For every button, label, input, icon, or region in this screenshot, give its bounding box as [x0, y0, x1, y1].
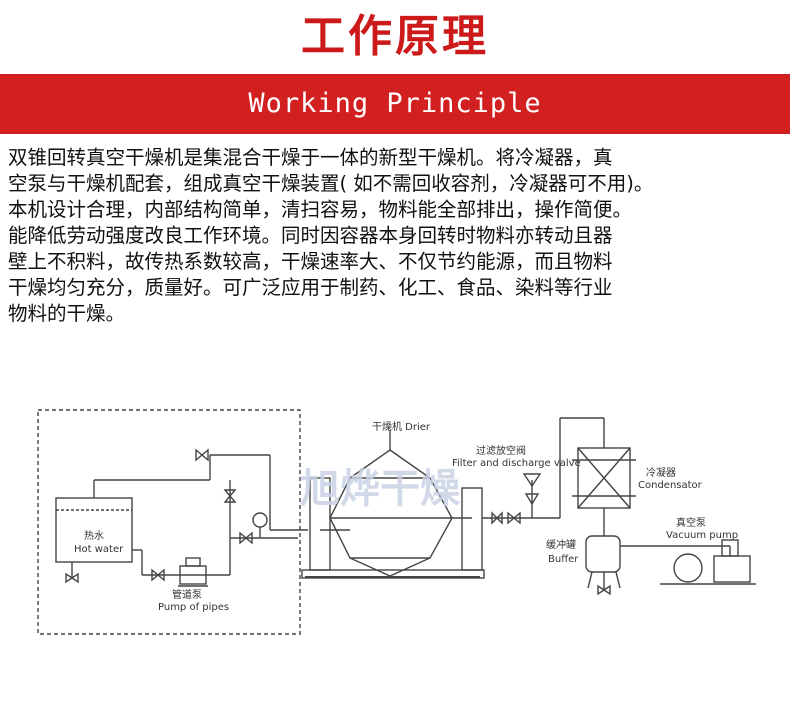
label-buffer-en: Buffer	[548, 554, 579, 565]
process-diagram: 旭烨干燥 热水 Hot water 管道泵 Pump of pipes 干燥机 …	[37, 409, 756, 635]
vacuum-pump-icon	[673, 553, 703, 583]
label-condenser-en: Condensator	[638, 480, 703, 491]
page-title: 工作原理	[301, 11, 489, 62]
filter-valve-icon	[522, 473, 542, 488]
label-pump-en: Pump of pipes	[158, 602, 229, 613]
description-line: 能降低劳动强度改良工作环境。同时因容器本身回转时物料亦转动且器	[8, 224, 613, 247]
label-hot-water-en: Hot water	[74, 544, 124, 555]
description-text: 双锥回转真空干燥机是集混合干燥于一体的新型干燥机。将冷凝器，真 空泵与干燥机配套…	[8, 145, 786, 327]
label-vacuum-cn: 真空泵	[676, 516, 706, 529]
label-filter-en: Filter and discharge valve	[452, 458, 581, 469]
buffer-tank	[585, 535, 621, 573]
label-drier: 干燥机 Drier	[372, 420, 431, 433]
watermark: 旭烨干燥	[300, 466, 461, 512]
description-line: 物料的干燥。	[8, 302, 126, 325]
label-vacuum-en: Vacuum pump	[666, 530, 738, 541]
header-banner	[0, 74, 790, 134]
label-buffer-cn: 缓冲罐	[546, 538, 576, 551]
label-condenser-cn: 冷凝器	[646, 466, 676, 479]
hot-water-unit-box	[37, 409, 301, 635]
banner-subtitle: Working Principle	[248, 88, 542, 119]
description-line: 双锥回转真空干燥机是集混合干燥于一体的新型干燥机。将冷凝器，真	[8, 146, 613, 169]
description-line: 壁上不积料，故传热系数较高，干燥速率大、不仅节约能源，而且物料	[8, 250, 613, 273]
double-cone-drier	[329, 449, 453, 577]
label-filter-cn: 过滤放空阀	[476, 444, 526, 457]
label-pump-cn: 管道泵	[172, 588, 202, 601]
label-hot-water-cn: 热水	[84, 529, 104, 542]
description-line: 空泵与干燥机配套，组成真空干燥装置( 如不需回收容剂，冷凝器可不用)。	[8, 172, 654, 195]
description-line: 本机设计合理，内部结构简单，清扫容易，物料能全部排出，操作简便。	[8, 198, 633, 221]
description-line: 干燥均匀充分，质量好。可广泛应用于制药、化工、食品、染料等行业	[8, 276, 613, 299]
pressure-gauge-icon	[252, 512, 268, 528]
